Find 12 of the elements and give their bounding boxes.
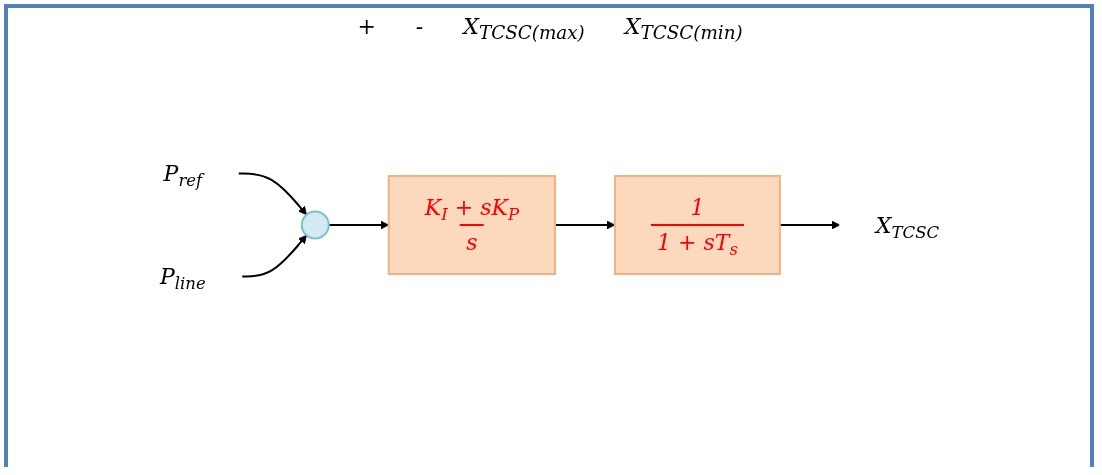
signal-label: +	[357, 14, 376, 41]
arrow	[237, 172, 308, 216]
node-text: P$_{ref}$	[164, 161, 203, 191]
arrow	[241, 234, 308, 278]
signal-label: X$_{TCSC(max)}$	[463, 14, 585, 44]
signal-label: -	[415, 14, 424, 41]
node-circle	[301, 210, 331, 240]
signal-label: X$_{TCSC(min)}$	[624, 14, 743, 44]
node-box: 1 1 + sT$_{s}$	[614, 175, 782, 275]
node-box: K$_{I}$ + sK$_{P}$ s	[388, 175, 557, 275]
node-text: P$_{line}$	[160, 264, 207, 294]
node-text: X$_{TCSC}$	[876, 212, 940, 242]
